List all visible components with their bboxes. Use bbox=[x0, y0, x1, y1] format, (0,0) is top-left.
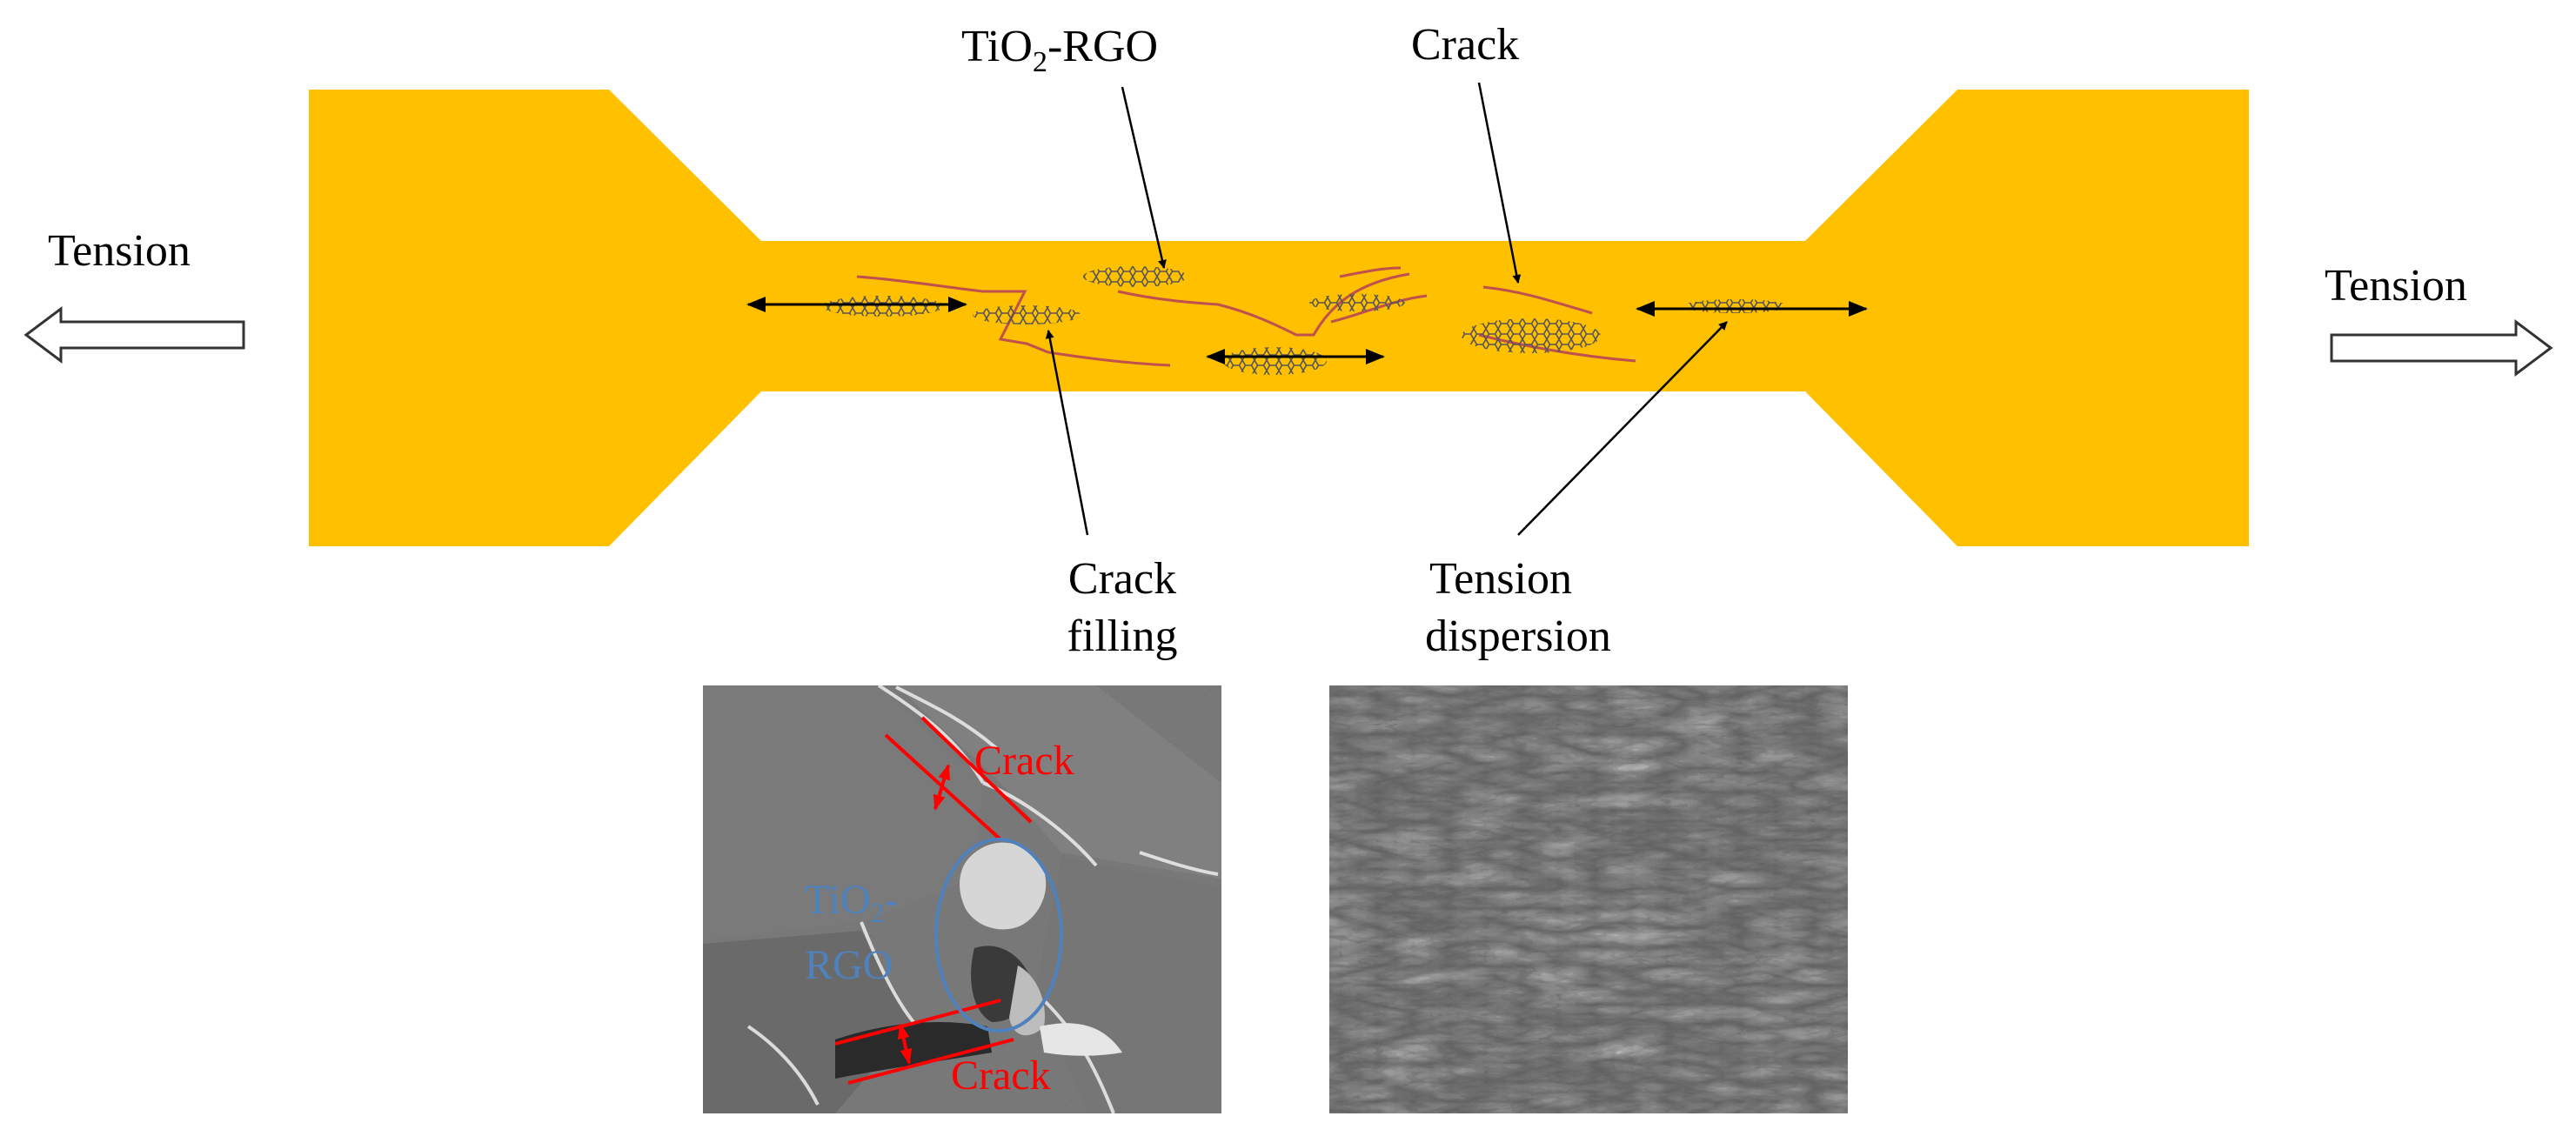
tension-left-label: Tension bbox=[48, 226, 191, 276]
sem-crack-label-upper: Crack bbox=[974, 738, 1074, 784]
crack-filling-label-line2: filling bbox=[1067, 612, 1177, 661]
tension-left-arrow bbox=[23, 306, 245, 364]
sem-crack-label-lower: Crack bbox=[951, 1053, 1051, 1099]
sem-micrograph-right bbox=[1329, 685, 1848, 1113]
crack-filling-label-line1: Crack bbox=[1068, 554, 1176, 604]
sem-rgo-label: RGO bbox=[805, 942, 893, 988]
tension-dispersion-label-line2: dispersion bbox=[1425, 612, 1611, 661]
crack-label: Crack bbox=[1411, 20, 1519, 70]
tio2-rgo-label: TiO2-RGO bbox=[961, 22, 1158, 78]
dispersion-arrows bbox=[746, 297, 1868, 364]
sem-micrograph-left bbox=[703, 685, 1221, 1113]
tension-right-label: Tension bbox=[2325, 261, 2467, 311]
tension-dispersion-label-line1: Tension bbox=[1429, 554, 1572, 604]
tension-right-arrow bbox=[2330, 319, 2553, 377]
sem-tio2-label: TiO2- bbox=[805, 877, 899, 928]
dogbone-specimen bbox=[309, 90, 2249, 546]
leader-arrows bbox=[1045, 82, 1728, 536]
